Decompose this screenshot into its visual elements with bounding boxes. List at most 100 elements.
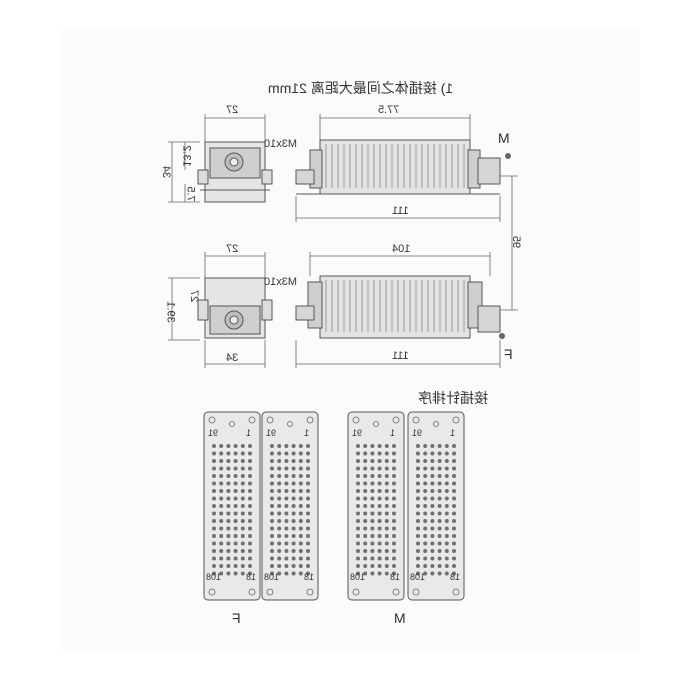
pin-dot <box>392 481 396 486</box>
pin-dot <box>298 466 303 471</box>
pin-dot <box>356 459 360 463</box>
pin-dot <box>423 519 428 523</box>
pin-dot <box>298 541 303 546</box>
pin-dot <box>284 549 289 553</box>
pin-dot <box>306 534 310 538</box>
pin-dot <box>248 466 252 471</box>
ground-symbol-icon <box>433 421 439 427</box>
pin-dot <box>452 541 456 546</box>
pin-dot <box>270 474 274 478</box>
pin-dot <box>356 511 360 516</box>
pin-dot <box>298 564 303 568</box>
pin-dot <box>356 444 360 448</box>
pin-dot <box>437 526 442 531</box>
pin-dot <box>306 526 310 531</box>
pin-dot <box>233 549 238 553</box>
pin-dot <box>270 459 274 463</box>
pin-dot <box>219 504 224 508</box>
pin-dot <box>306 504 310 508</box>
pin-dot <box>452 526 456 531</box>
pin-dot <box>437 489 442 493</box>
pin-dot <box>212 526 216 531</box>
pin-dot <box>392 496 396 501</box>
pin-dot <box>377 526 382 531</box>
pin-dot <box>291 444 296 448</box>
plate-1-corner-bl: 108 <box>206 572 222 582</box>
mount-hole-icon <box>266 416 274 424</box>
pin-dot <box>291 459 296 463</box>
pin-dot <box>416 511 420 516</box>
pin-dot <box>226 496 231 501</box>
pin-dot <box>248 541 252 546</box>
pin-dot <box>219 444 224 448</box>
pin-dot <box>240 541 245 546</box>
pin-dot <box>437 481 442 486</box>
pin-dot <box>270 519 274 523</box>
pin-dot <box>437 519 442 523</box>
pin-dot <box>226 481 231 486</box>
pin-dot <box>452 444 456 448</box>
pin-dot <box>430 451 435 456</box>
pin-dot <box>277 526 282 531</box>
pin-dot <box>452 511 456 516</box>
mount-hole-icon <box>208 416 216 424</box>
pin-dot <box>416 556 420 561</box>
pin-dot <box>240 564 245 568</box>
pin-dot <box>212 519 216 523</box>
pin-dot <box>377 564 382 568</box>
pin-dot <box>219 474 224 478</box>
plate-4-corner-tr: 1 <box>450 428 456 438</box>
side-view-m-ribs <box>325 144 465 188</box>
pin-dot <box>416 571 420 576</box>
pin-dot <box>444 474 449 478</box>
pin-dot <box>384 526 389 531</box>
pin-dot <box>384 444 389 448</box>
pin-dot <box>219 571 224 576</box>
pin-dot <box>430 571 435 576</box>
pin-dot <box>219 526 224 531</box>
pin-dot <box>444 511 449 516</box>
pin-dot <box>392 526 396 531</box>
pin-dot <box>226 571 231 576</box>
pin-dot <box>384 496 389 501</box>
pin-dot <box>277 451 282 456</box>
pin-dot <box>416 489 420 493</box>
pin-dot <box>226 526 231 531</box>
pin-dot <box>356 549 360 553</box>
pin-dot <box>430 459 435 463</box>
pin-dot <box>423 549 428 553</box>
pin-dot <box>452 481 456 486</box>
pin-dot <box>270 571 274 576</box>
pin-dot <box>284 474 289 478</box>
end-view-f <box>197 277 273 339</box>
plate-4-corner-tl: 91 <box>412 428 423 438</box>
pin-dot <box>363 474 368 478</box>
pin-dot <box>384 451 389 456</box>
pin-dot <box>356 534 360 538</box>
mount-hole-icon <box>392 588 400 596</box>
pin-dot <box>444 481 449 486</box>
pin-dot <box>370 534 375 538</box>
plate-outline <box>347 411 405 601</box>
pin-dot <box>240 444 245 448</box>
pin-dot <box>298 526 303 531</box>
pin-dot <box>306 444 310 448</box>
pin-dot <box>219 489 224 493</box>
pin-dot <box>284 534 289 538</box>
side-view-f-ribs <box>325 280 465 332</box>
pin-dot <box>291 466 296 471</box>
pin-dot <box>416 541 420 546</box>
pin-dot <box>284 519 289 523</box>
pin-dot <box>212 459 216 463</box>
mount-hole-icon <box>412 416 420 424</box>
pin-dot <box>437 564 442 568</box>
screw-marker-f <box>499 333 505 339</box>
pin-dot <box>416 504 420 508</box>
pin-dot <box>370 504 375 508</box>
pin-dot <box>377 534 382 538</box>
pin-dot <box>444 534 449 538</box>
pin-dot <box>363 466 368 471</box>
pin-dot <box>291 496 296 501</box>
pin-dot <box>392 504 396 508</box>
pin-dot <box>444 489 449 493</box>
